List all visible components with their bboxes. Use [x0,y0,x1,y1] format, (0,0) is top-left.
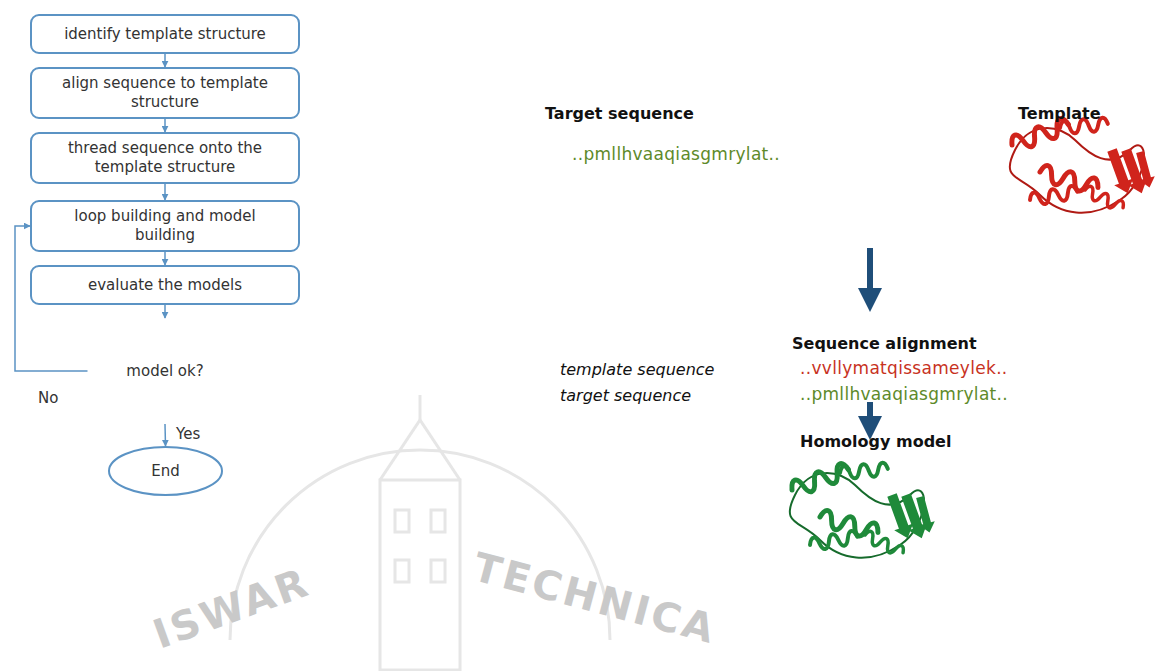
node-text: thread sequence onto the template struct… [42,139,288,177]
flow-connector [164,252,166,265]
node-text: model ok? [126,362,203,381]
target-sequence: ..pmllhvaaqiasgmrylat.. [800,384,1008,404]
section-heading: Template [1018,104,1101,123]
section-heading: Sequence alignment [792,334,977,353]
sequence-name: target sequence [560,386,691,405]
terminal-ellipse: End [108,446,223,496]
flow-connector [164,184,166,200]
process-box: align sequence to template structure [30,67,300,119]
section-heading: Target sequence [545,104,694,123]
process-box: thread sequence onto the template struct… [30,132,300,184]
flow-arrow [867,402,873,428]
flow-arrow [867,248,873,300]
watermark-building [230,395,610,670]
process-box: evaluate the models [30,265,300,305]
homology-model-protein [789,462,937,558]
section-heading: Homology model [800,432,951,451]
sequence-name: template sequence [560,360,714,379]
flow-connector [164,119,166,132]
node-text: loop building and model building [42,207,288,245]
process-box: identify template structure [30,14,300,54]
template-protein [1009,117,1157,213]
watermark: TECHNICA [468,543,722,652]
edge-label: No [35,389,61,407]
watermark: ISWAR [147,559,316,658]
node-text: align sequence to template structure [42,74,288,112]
flow-connector [164,54,166,67]
target-sequence: ..pmllhvaaqiasgmrylat.. [572,144,780,164]
flow-connector [164,424,166,446]
template-sequence: ..vvllymatqissameylek.. [800,358,1008,378]
edge-label: Yes [173,425,203,443]
node-text: identify template structure [64,25,266,44]
node-text: evaluate the models [88,276,242,295]
decision-diamond: model ok? [88,318,243,424]
process-box: loop building and model building [30,200,300,252]
node-text: End [151,462,180,481]
flow-connector [164,305,166,318]
